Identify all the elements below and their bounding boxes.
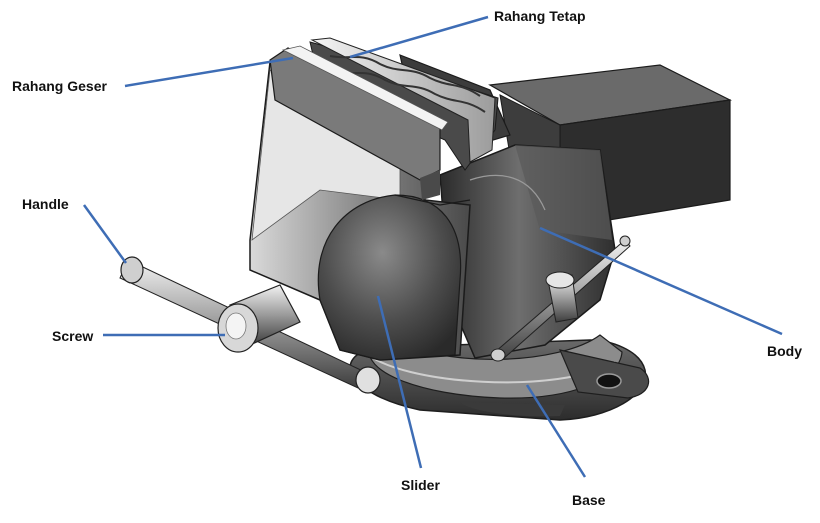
moving-jaw xyxy=(269,45,449,200)
leader-lines xyxy=(82,15,783,478)
label-handle: Handle xyxy=(22,196,69,212)
leader-slider xyxy=(376,295,423,469)
leader-handle xyxy=(82,204,128,264)
label-rahang-tetap: Rahang Tetap xyxy=(494,8,586,24)
label-base: Base xyxy=(572,492,606,508)
leader-rahang-tetap xyxy=(349,15,489,59)
screw-hub xyxy=(217,284,301,353)
leader-body xyxy=(539,226,783,336)
label-rahang-geser: Rahang Geser xyxy=(12,78,107,94)
base-part xyxy=(349,334,650,421)
leader-rahang-geser xyxy=(124,56,294,88)
mounting-hole xyxy=(596,373,622,389)
label-screw: Screw xyxy=(52,328,94,344)
swivel-lock-handle xyxy=(490,235,631,362)
label-body: Body xyxy=(767,343,802,359)
label-slider: Slider xyxy=(401,477,440,493)
slider-part xyxy=(249,54,471,361)
leader-base xyxy=(525,384,587,478)
